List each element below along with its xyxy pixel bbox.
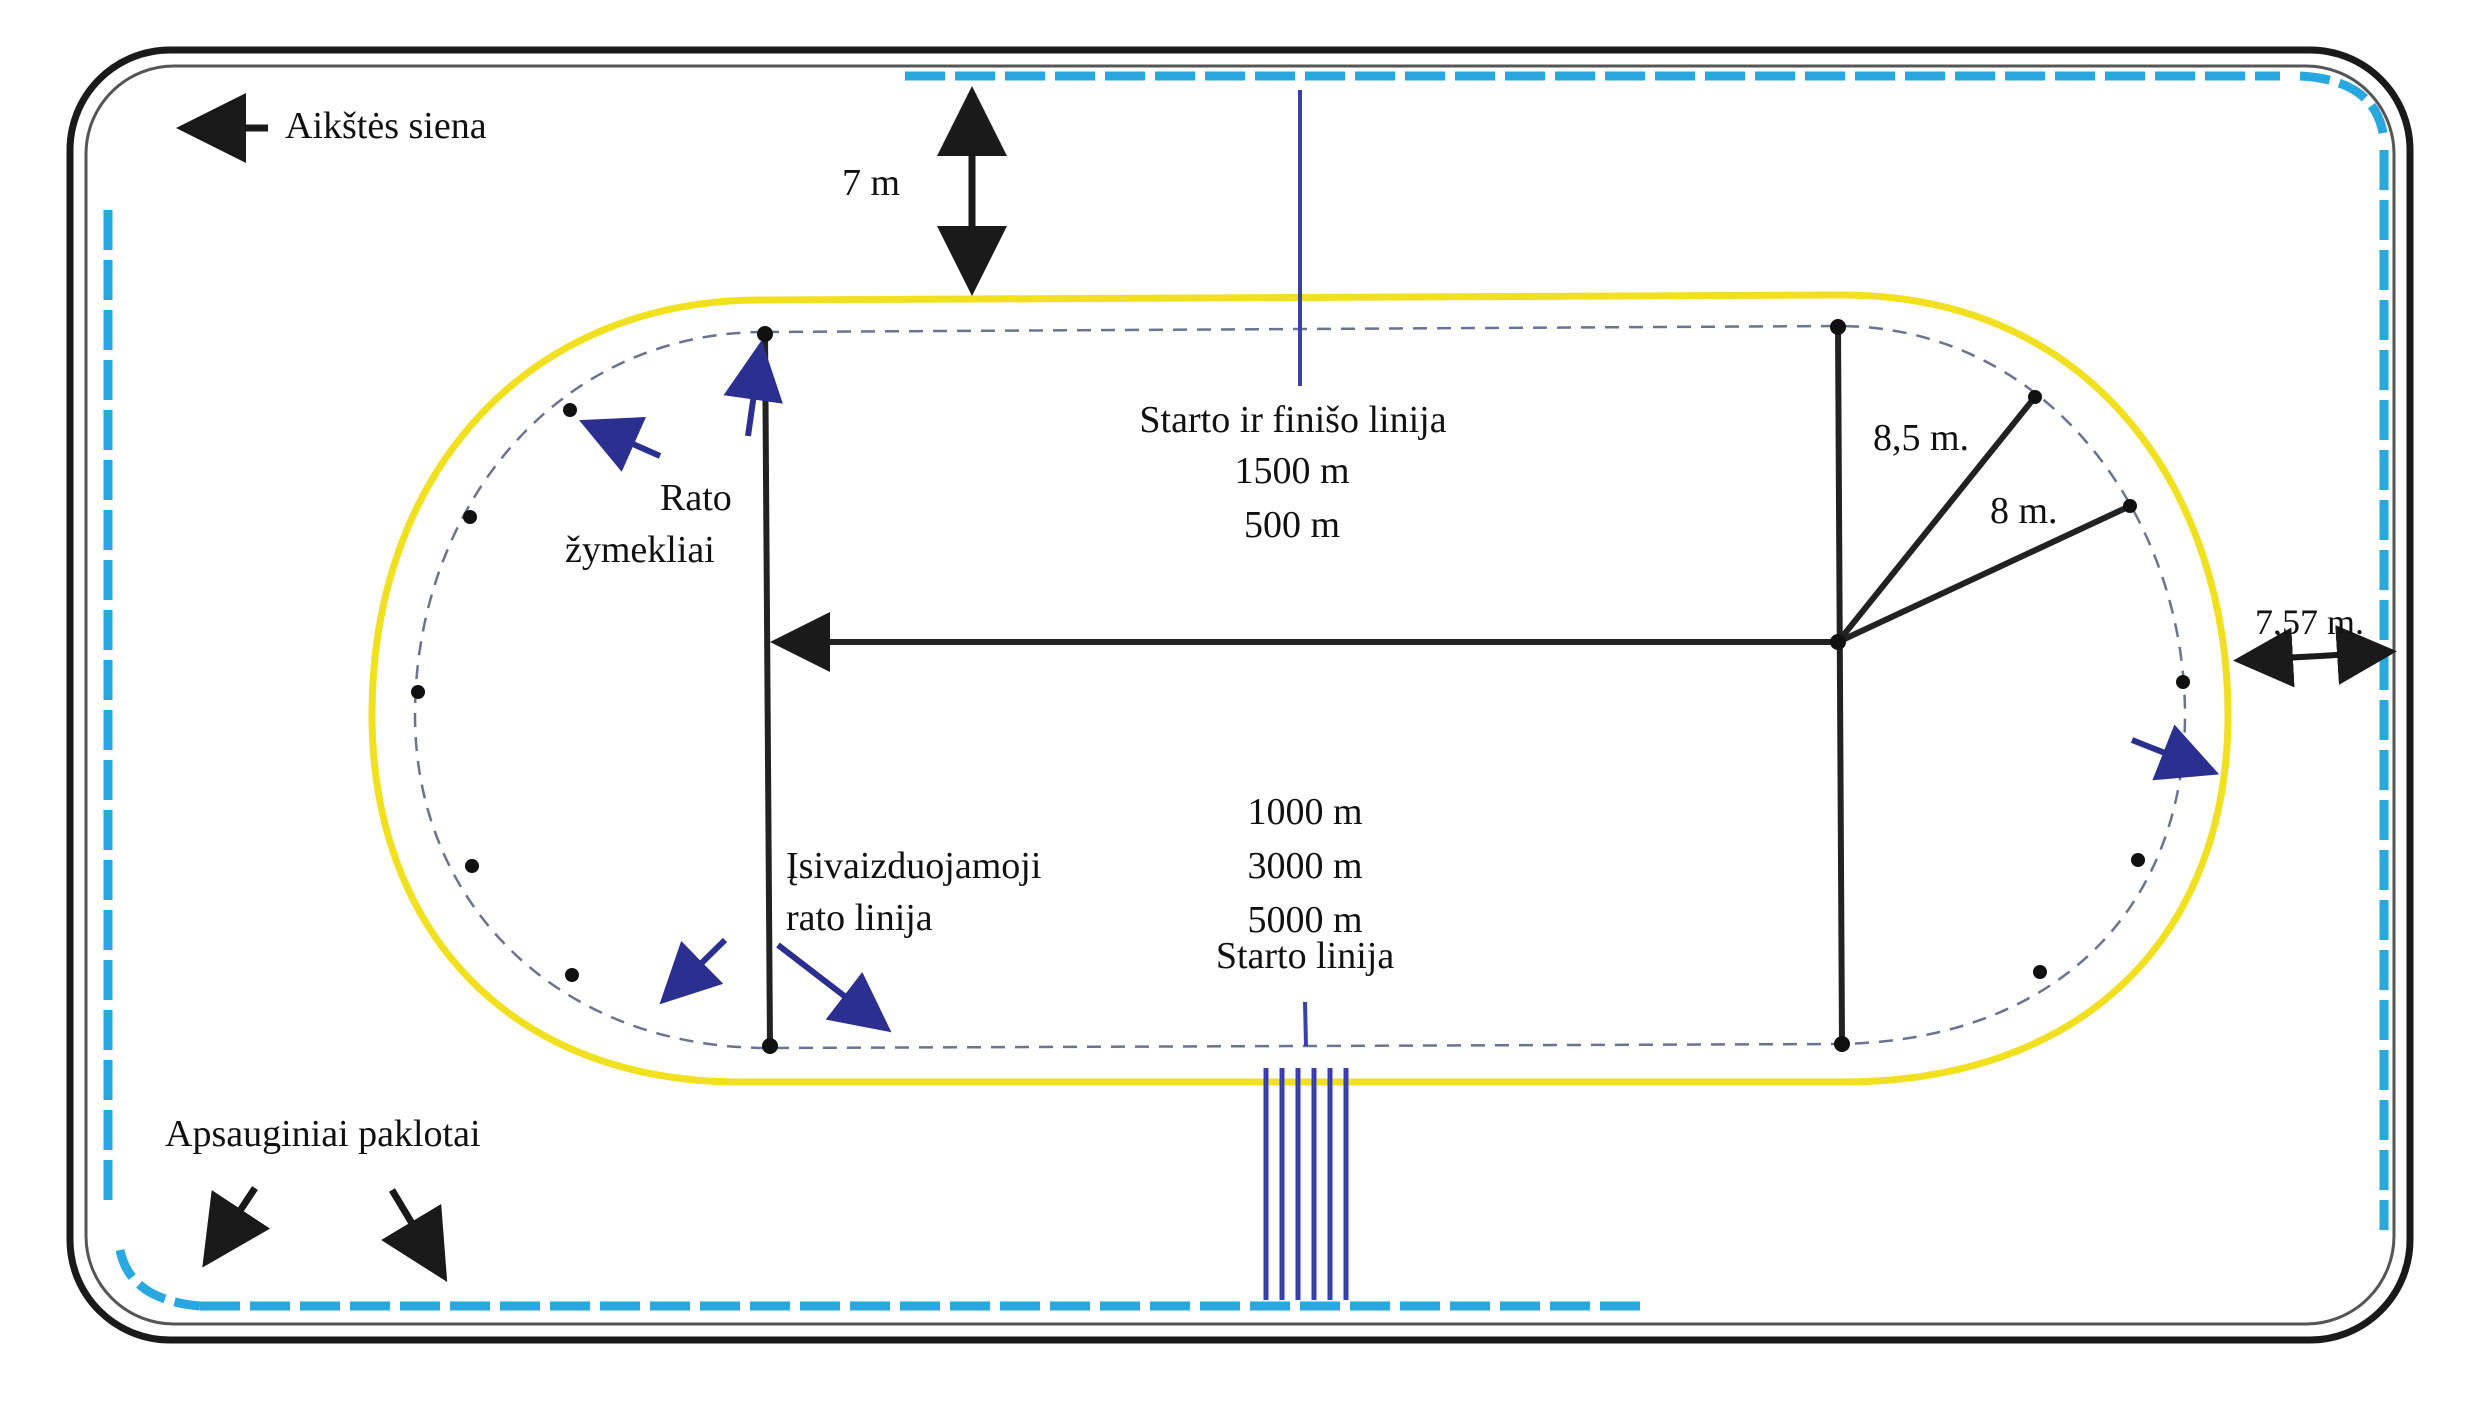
start-distance-2: 3000 m [1247, 845, 1362, 887]
imaginary-line-arrow [659, 937, 728, 1005]
distance-7m-label: 7 m [842, 162, 900, 204]
imaginary-line-label-1: Įsivaizduojamoji [786, 845, 1041, 887]
start-line-marker [1303, 1001, 1308, 1047]
pads-corner-bl [115, 1248, 201, 1311]
lap-marker [565, 968, 579, 982]
imaginary-line-label-2: rato linija [786, 897, 933, 939]
radius-757-label: 7,57 m. [2255, 602, 2364, 642]
start-finish-distance-1: 1500 m [1234, 450, 1349, 492]
lap-marker [2131, 853, 2145, 867]
start-distance-3: 5000 m [1247, 899, 1362, 941]
corner-dot [1830, 319, 1846, 335]
left-vertical-line [762, 331, 773, 1049]
pads-arrow [381, 1188, 448, 1283]
protective-pads-label: Apsauginiai paklotai [165, 1113, 481, 1155]
corner-dot [1834, 1036, 1850, 1052]
corner-dot [757, 326, 773, 342]
start-finish-distance-2: 500 m [1244, 504, 1340, 546]
arrow-757-left [2233, 627, 2321, 688]
radius-line-85 [1835, 395, 2038, 644]
rink-wall-inner [84, 64, 2396, 1326]
lap-line-arrow-right [2130, 724, 2220, 781]
start-line-label: Starto linija [1216, 935, 1395, 977]
corner-dot [762, 1038, 778, 1054]
lap-marker [411, 685, 425, 699]
track-outline [368, 291, 2232, 1086]
lap-marker [463, 510, 477, 524]
start-finish-title: Starto ir finišo linija [1139, 399, 1446, 441]
start-distance-1: 1000 m [1247, 791, 1362, 833]
lap-markers-label-2: žymekliai [565, 529, 715, 571]
lap-markers-label-1: Rato [660, 477, 732, 519]
lap-marker [2033, 965, 2047, 979]
pads-arrow [202, 1186, 271, 1268]
center-dot [1830, 634, 1846, 650]
lap-marker [563, 403, 577, 417]
lap-marker-arrow [723, 340, 783, 437]
lap-marker [2176, 675, 2190, 689]
lap-marker [465, 859, 479, 873]
right-vertical-line [1835, 325, 1845, 1045]
arrow-757-right [2319, 625, 2397, 685]
radius-end-dot [2028, 390, 2042, 404]
radius-end-dot [2123, 499, 2137, 513]
radius-8-label: 8 m. [1990, 490, 2058, 532]
rink-wall-outer [66, 46, 2414, 1344]
lap-marker-arrow [579, 417, 662, 472]
pads-corner-tr [2299, 71, 2389, 141]
radius-line-8 [1836, 503, 2132, 645]
radius-85-label: 8,5 m. [1873, 417, 1969, 459]
imaginary-line-arrow [776, 942, 892, 1033]
wall-label: Aikštės siena [285, 105, 487, 147]
